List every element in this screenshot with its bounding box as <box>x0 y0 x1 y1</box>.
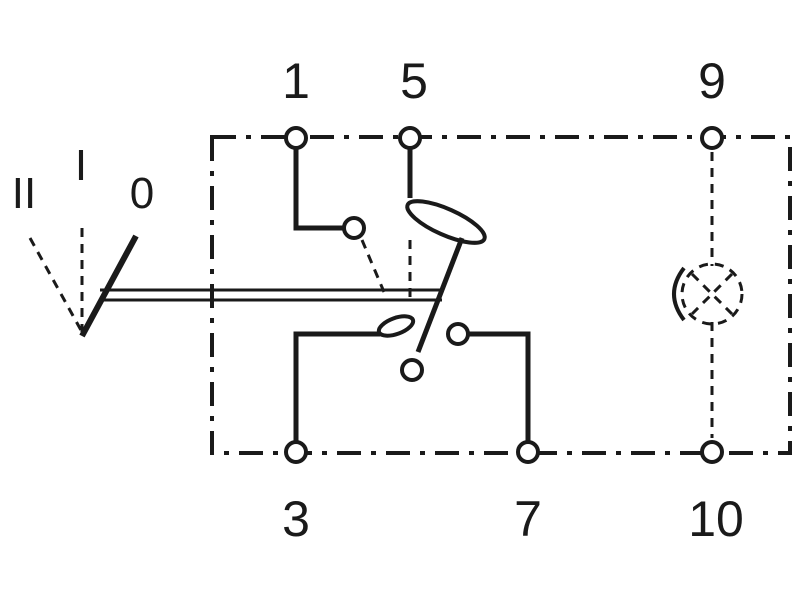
lever-position-ii-line <box>28 237 84 333</box>
wire-terminal-1 <box>293 138 354 231</box>
switch-lever-icon <box>28 228 442 338</box>
terminal-10-pin <box>700 440 724 464</box>
position-label-i: I <box>75 141 87 190</box>
rocker-contact-arm <box>415 237 465 353</box>
rocker-pivot-slot <box>376 314 416 338</box>
rocker-contact-pad <box>405 199 487 245</box>
terminal-label-7: 7 <box>514 491 542 547</box>
terminal-label-5: 5 <box>400 53 428 109</box>
lamp-bulb-outline <box>680 262 744 326</box>
rocker-contact <box>376 199 487 353</box>
terminal-7-pin <box>516 440 540 464</box>
terminal-9-pin <box>700 126 724 150</box>
contact-point-right <box>446 322 470 346</box>
wire-terminal-3 <box>293 331 380 452</box>
terminal-label-3: 3 <box>282 491 310 547</box>
terminal-label-10: 10 <box>688 491 744 547</box>
terminal-label-1: 1 <box>282 53 310 109</box>
lamp-icon <box>672 262 744 326</box>
position-label-ii: II <box>12 169 36 218</box>
lever-position-0-line <box>79 234 139 338</box>
terminal-1-pin <box>284 126 308 150</box>
position-label-0: 0 <box>130 169 154 218</box>
contact-dashed-link <box>360 239 386 293</box>
switch-housing-outline <box>210 135 792 455</box>
terminal-label-9: 9 <box>698 53 726 109</box>
terminal-5-pin <box>398 126 422 150</box>
contact-point-upper <box>342 216 366 240</box>
contact-point-lower <box>400 358 424 382</box>
terminal-3-pin <box>284 440 308 464</box>
lamp-bracket <box>672 266 686 322</box>
wire-terminal-7 <box>468 331 531 452</box>
